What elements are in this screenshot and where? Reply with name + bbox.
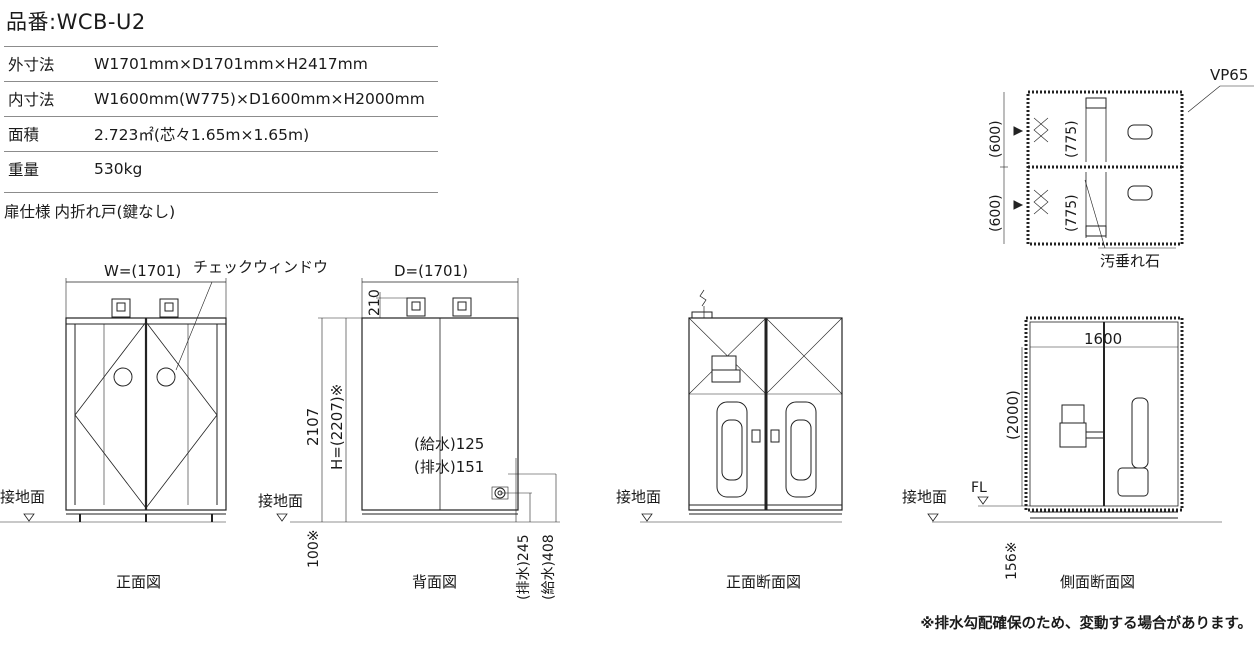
back-view-caption: 背面図 (412, 573, 457, 591)
back-top-dim: 210 (367, 289, 383, 316)
plan-dim-600-bottom: (600) (988, 194, 1004, 232)
urinal-stone-label: 汚垂れ石 (1100, 252, 1160, 270)
spec-value: W1701mm×D1701mm×H2417mm (94, 55, 368, 73)
spec-value: 2.723㎡(芯々1.65m×1.65m) (94, 126, 310, 144)
side-bottom-dim: 156※ (1004, 542, 1020, 580)
spec-value: W1600mm(W775)×D1600mm×H2000mm (94, 90, 425, 108)
drain-height: (排水)151 (414, 458, 484, 476)
back-ground-label: 接地面 (258, 492, 303, 510)
supply-pipe-height: (給水)408 (541, 534, 557, 600)
spec-label: 重量 (8, 161, 40, 179)
plan-dim-775-bottom: (775) (1064, 194, 1080, 232)
front-ground-label: 接地面 (0, 488, 45, 506)
spec-table: 外寸法 W1701mm×D1701mm×H2417mm 内寸法 W1600mm(… (4, 46, 438, 186)
spec-row: 面積 2.723㎡(芯々1.65m×1.65m) (4, 117, 438, 152)
spec-row: 内寸法 W1600mm(W775)×D1600mm×H2000mm (4, 82, 438, 117)
plan-dim-600-top: (600) (988, 120, 1004, 158)
check-window-label: チェックウィンドウ (193, 258, 328, 276)
plan-dim-775-top: (775) (1064, 120, 1080, 158)
front-view-caption: 正面図 (116, 573, 161, 591)
side-section-view (927, 316, 1222, 523)
spec-label: 内寸法 (8, 91, 55, 109)
spec-label: 外寸法 (8, 56, 55, 74)
door-spec-value: 内折れ戸(鍵なし) (54, 203, 176, 221)
water-supply-height: (給水)125 (414, 435, 484, 453)
side-ground-label: 接地面 (902, 488, 947, 506)
front-section-caption: 正面断面図 (726, 573, 801, 591)
spec-value: 530kg (94, 160, 143, 178)
floor-level-label: FL (971, 480, 987, 496)
side-inner-width: 1600 (1084, 330, 1122, 348)
plan-view (1000, 85, 1254, 249)
spec-divider (4, 192, 438, 193)
front-width-dim: W=(1701) (104, 262, 181, 280)
vent-label: VP65 (1210, 66, 1248, 84)
spec-row: 外寸法 W1701mm×D1701mm×H2417mm (4, 46, 438, 82)
back-depth-dim: D=(1701) (394, 262, 468, 280)
spec-row: 重量 530kg (4, 152, 438, 187)
drainage-footnote: ※排水勾配確保のため、変動する場合があります。 (920, 616, 1252, 632)
door-spec-row: 扉仕様内折れ戸(鍵なし) (4, 200, 175, 222)
product-number-title: 品番:WCB-U2 (6, 10, 146, 34)
drain-pipe-height: (排水)245 (516, 534, 532, 600)
side-inner-height: (2000) (1004, 390, 1022, 440)
section-ground-label: 接地面 (616, 488, 661, 506)
back-view (276, 278, 560, 523)
side-section-caption: 側面断面図 (1060, 573, 1135, 591)
back-height-dim-total: H=(2207)※ (328, 384, 346, 470)
back-bottom-dim: 100※ (306, 530, 322, 568)
front-section-view (640, 289, 843, 523)
back-height-dim: 2107 (304, 408, 322, 446)
front-view (0, 278, 227, 523)
door-spec-label: 扉仕様 (4, 203, 51, 221)
spec-label: 面積 (8, 126, 40, 144)
